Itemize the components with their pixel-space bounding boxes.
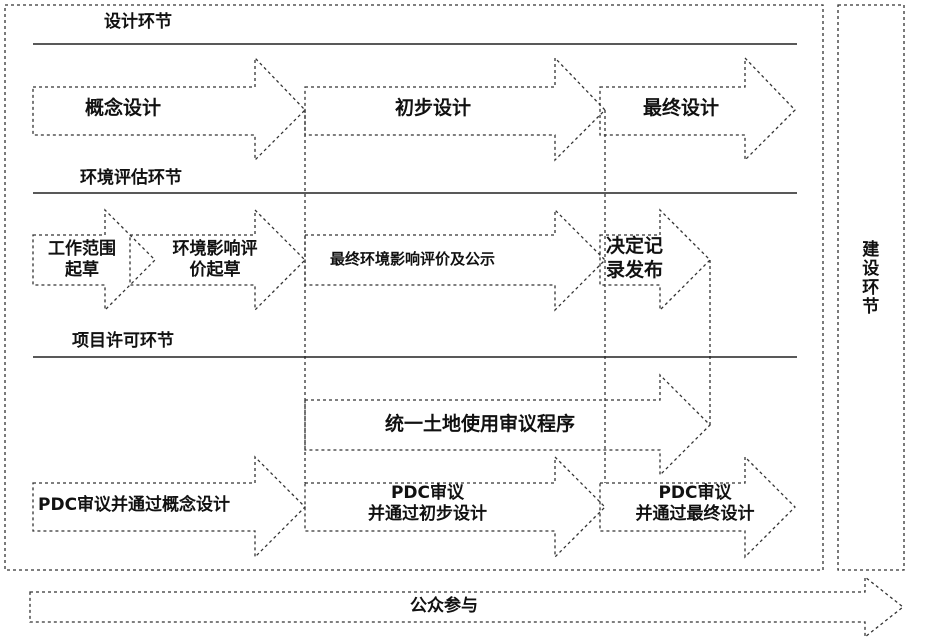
main-frame <box>4 4 824 571</box>
label-final-design: 最终设计 <box>643 97 720 119</box>
arrow-ulurp <box>304 373 711 477</box>
label-eia-draft: 环境影响评 价起草 <box>172 239 258 281</box>
design-section-title: 设计环节 <box>104 12 172 32</box>
arrow-eia-draft <box>129 208 306 312</box>
env-section-title: 环境评估环节 <box>80 168 182 188</box>
label-pdc-prelim: PDC审议 并通过初步设计 <box>368 483 487 525</box>
label-final-eia: 最终环境影响评价及公示 <box>330 250 496 268</box>
arrow-pdc-prelim <box>304 455 606 559</box>
label-concept-design: 概念设计 <box>85 97 162 119</box>
arrow-final-eia <box>304 208 606 312</box>
arrow-public-participation <box>29 575 905 639</box>
arrow-preliminary-design <box>304 56 606 162</box>
arrow-concept-design <box>32 56 306 162</box>
label-scope-draft: 工作范围 起草 <box>48 239 116 281</box>
arrow-decision-record <box>599 208 711 312</box>
arrow-final-design <box>599 56 796 162</box>
label-public-participation: 公众参与 <box>410 596 478 616</box>
arrow-pdc-final <box>599 455 796 559</box>
label-construction: 建设环节 <box>858 240 879 316</box>
label-decision-record: 决定记 录发布 <box>606 235 664 281</box>
label-ulurp: 统一土地使用审议程序 <box>385 413 576 435</box>
construction-frame <box>837 4 905 571</box>
label-pdc-final: PDC审议 并通过最终设计 <box>635 483 755 525</box>
arrow-pdc-concept <box>32 455 306 559</box>
label-preliminary-design: 初步设计 <box>395 97 472 119</box>
label-pdc-concept: PDC审议并通过概念设计 <box>38 495 231 515</box>
permit-section-title: 项目许可环节 <box>72 331 174 351</box>
